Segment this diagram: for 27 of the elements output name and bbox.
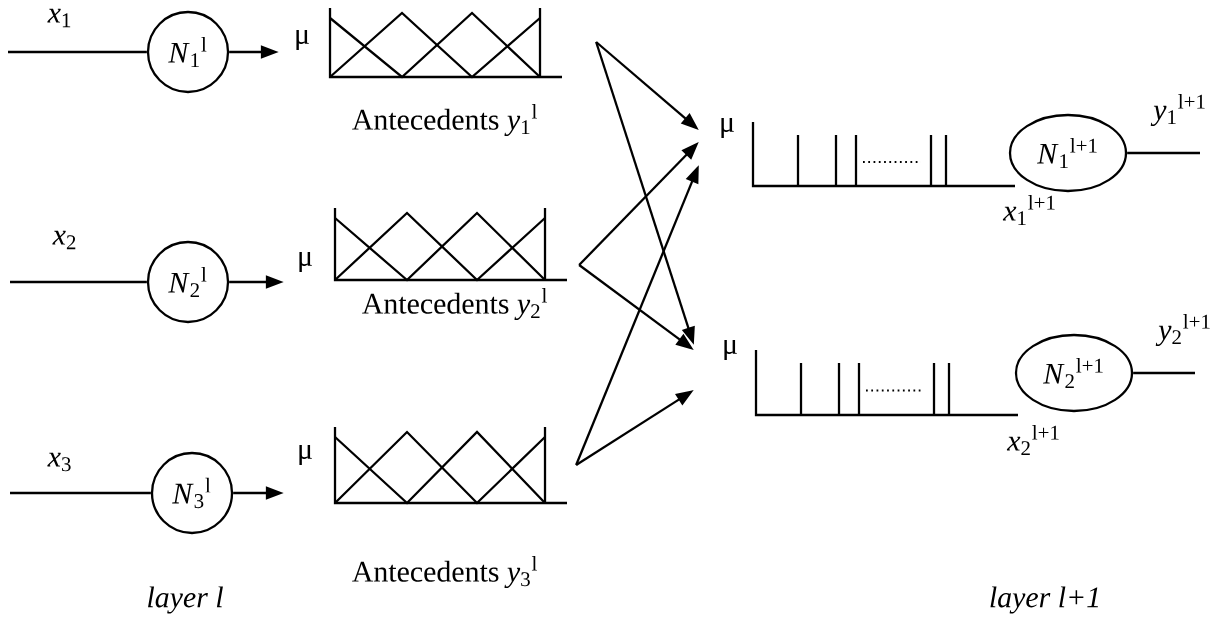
edge-label: x$_{1}$ [47,8,71,28]
axis-label: μ [296,29,309,51]
edge-label: y$_{2}$l+1 [1155,314,1210,346]
layer-label: layer l+1 [990,586,1098,614]
plot-caption: Antecedents y$_{2}$l [362,288,547,320]
singleton-plot [754,350,1018,417]
input-line [10,280,147,284]
plot-caption: Antecedents y$_{1}$l [352,104,537,136]
axis-label: μ [721,117,734,139]
axis-label: μ [299,251,312,273]
plot-caption: Antecedents y$_{3}$l [352,556,537,588]
layer-label: layer l [148,586,223,614]
edge-label: x$_{2}$ [52,230,76,250]
edge-label: y$_{1}$l+1 [1150,94,1205,126]
axis-label: μ [299,444,312,466]
input-line [8,50,147,54]
plot-caption: x$_{2}$l+1 [1006,424,1059,456]
input-line [10,491,151,495]
membership-function-plot [328,8,562,79]
output-line [1133,371,1195,375]
membership-function-plot [333,427,567,505]
membership-function-plot [333,208,567,282]
axis-label: μ [724,339,737,361]
edge-label: x$_{3}$ [47,452,71,472]
plot-caption: x$_{1}$l+1 [1002,194,1055,226]
output-line [1127,151,1200,155]
singleton-plot [751,122,1015,188]
